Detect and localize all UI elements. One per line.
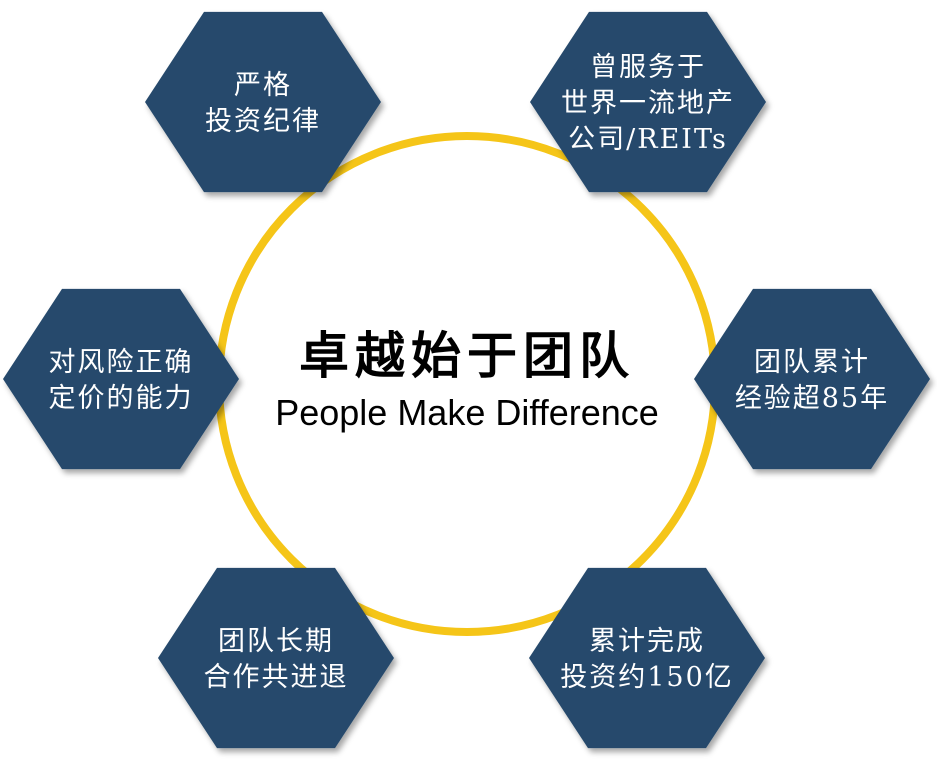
hexagon-text-line: 世界一流地产 (561, 88, 735, 119)
center-title: 卓越始于团队 (299, 326, 635, 385)
hexagon-text-line: 投资纪律 (205, 106, 321, 137)
hexagon-text-line: 定价的能力 (49, 383, 194, 414)
hexagon-text-line: 严格 (234, 70, 292, 101)
hexagon-text-line: 曾服务于 (590, 52, 706, 83)
hexagon-shape (145, 11, 381, 193)
hexagon-text-line: 投资约150亿 (560, 662, 734, 693)
hexagon-shape (3, 288, 239, 470)
center-subtitle: People Make Difference (275, 392, 659, 433)
hexagon-shape (694, 288, 930, 470)
hexagon-shape (529, 567, 765, 749)
hexagon-text-line: 团队长期 (218, 626, 334, 657)
hexagon-text-line: 公司/REITs (568, 124, 728, 155)
hexagon-text-line: 对风险正确 (49, 347, 194, 378)
hexagon-shape (158, 567, 394, 749)
hexagon-text-line: 累计完成 (589, 626, 705, 657)
hexagon-layer: 严格投资纪律曾服务于世界一流地产公司/REITs对风险正确定价的能力团队累计经验… (3, 11, 930, 749)
hexagon-shape (530, 11, 766, 193)
hexagon-text-line: 合作共进退 (204, 662, 349, 693)
hexagon-text-line: 经验超85年 (735, 383, 889, 414)
hexagon-text-line: 团队累计 (754, 347, 870, 378)
